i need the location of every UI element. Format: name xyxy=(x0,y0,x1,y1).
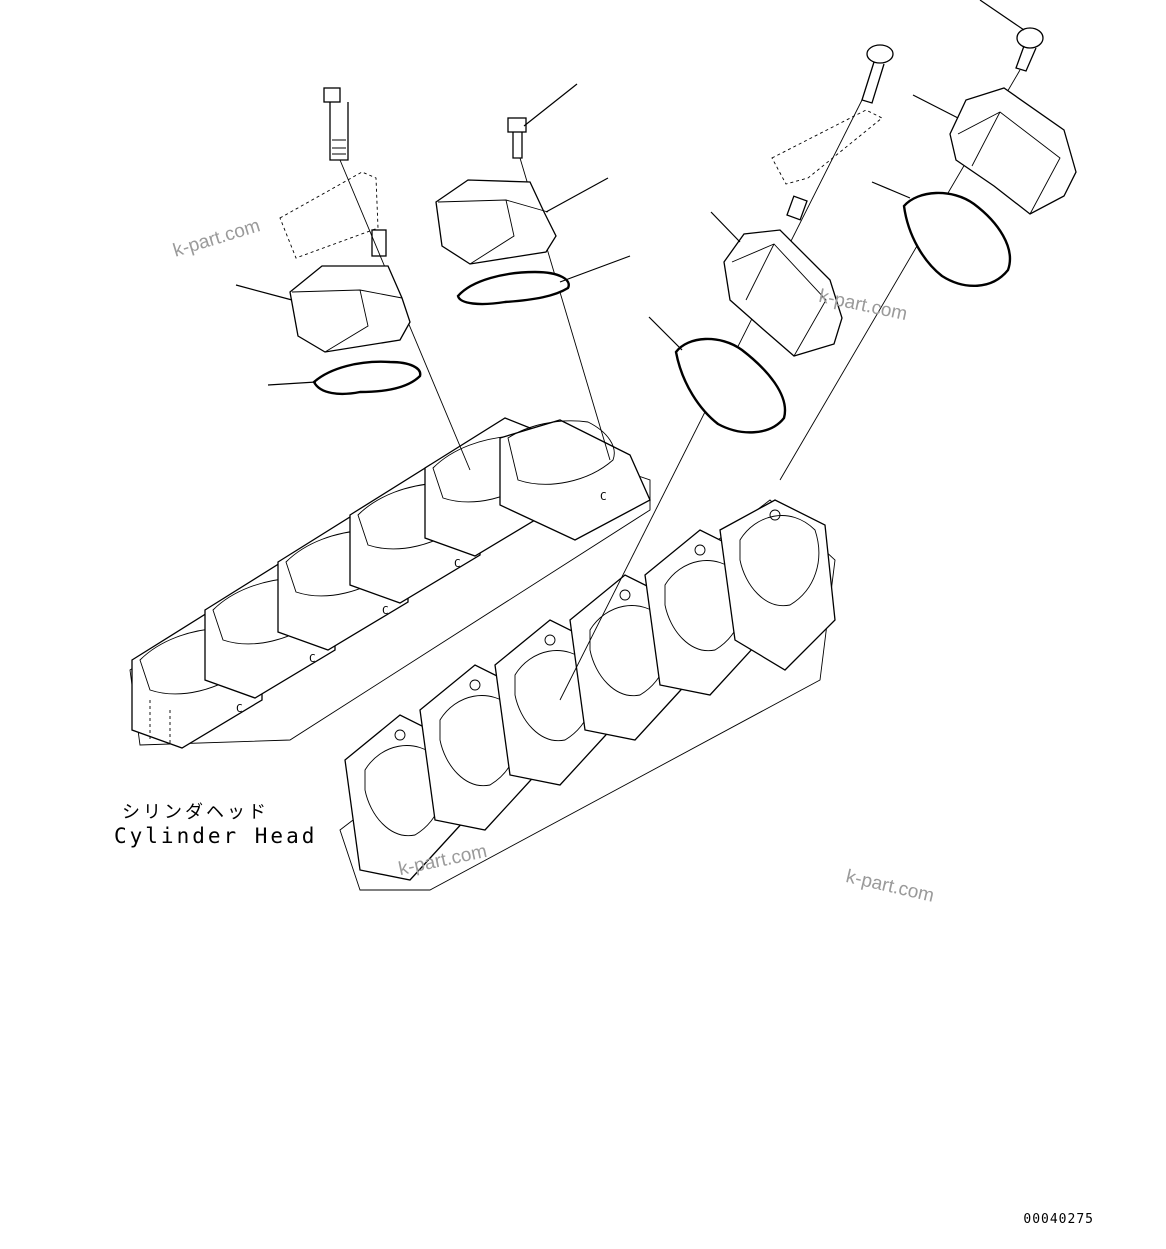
cylinder-head-icon xyxy=(719,499,836,671)
leader-lines xyxy=(235,0,1025,386)
mounting-plate-phantom xyxy=(771,109,883,185)
gasket-icon xyxy=(312,360,422,396)
cylinder-head-cover-icon xyxy=(723,229,843,357)
svg-text:C: C xyxy=(309,652,316,665)
svg-text:C: C xyxy=(236,702,243,715)
gasket-icon xyxy=(456,270,570,306)
cylinder-head-icon: C xyxy=(499,419,651,541)
bolt-icon xyxy=(786,44,894,221)
bolt-icon xyxy=(1015,27,1044,72)
svg-text:C: C xyxy=(382,604,389,617)
cylinder-head-cover-icon xyxy=(435,179,557,265)
left-cylinder-head-bank: C C C C C C xyxy=(129,417,651,749)
cylinder-head-label-japanese: シリンダヘッド xyxy=(122,802,269,823)
svg-text:C: C xyxy=(600,490,607,503)
gasket-icon xyxy=(902,191,1012,288)
gasket-icon xyxy=(674,337,787,434)
cylinder-head-label-english: Cylinder Head xyxy=(114,824,318,848)
right-cylinder-head-bank xyxy=(339,499,836,891)
drawing-number: 00040275 xyxy=(1023,1212,1094,1227)
bolt-icon xyxy=(507,117,527,159)
svg-text:C: C xyxy=(454,557,461,570)
bolt-icon xyxy=(323,87,387,257)
cylinder-head-cover-icon xyxy=(289,265,411,353)
cylinder-head-cover-icon xyxy=(949,87,1077,215)
